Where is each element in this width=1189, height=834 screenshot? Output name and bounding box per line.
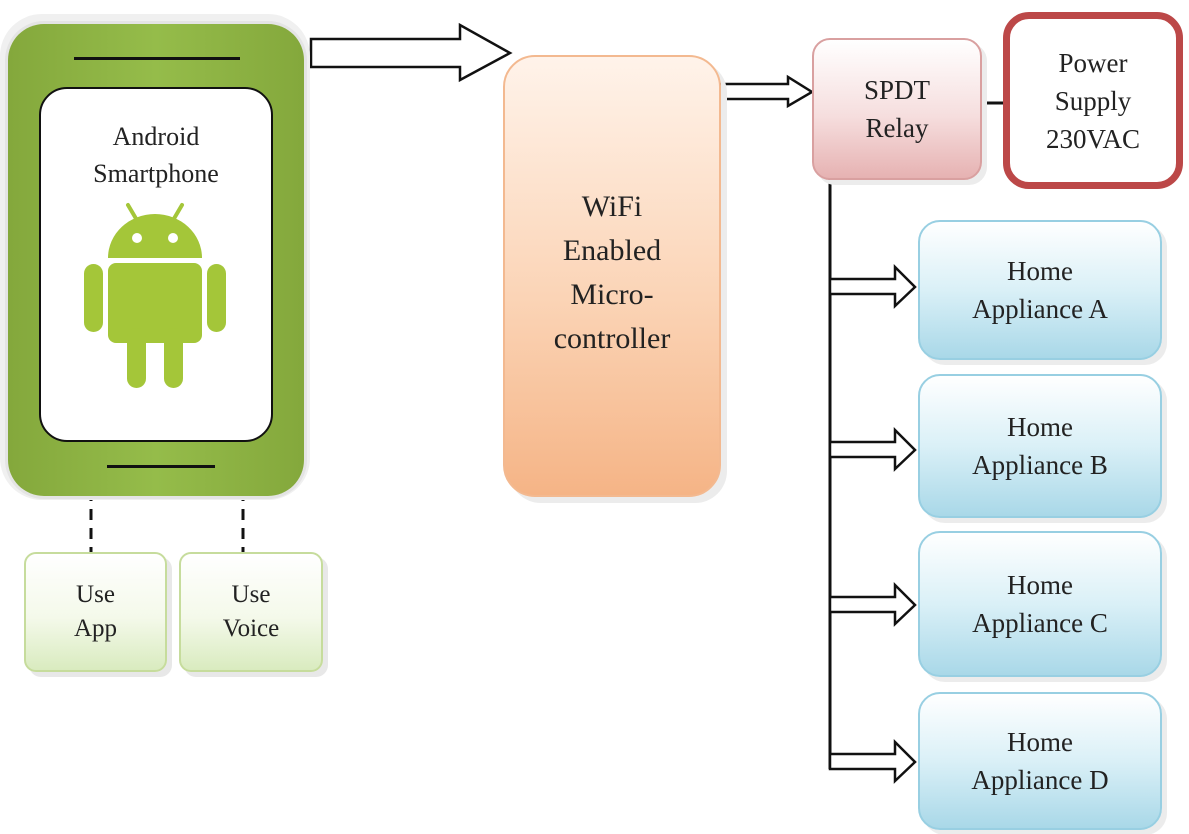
- relay-line2: Relay: [865, 113, 929, 143]
- microcontroller-line4: controller: [553, 322, 671, 355]
- spdt-relay-box: SPDT Relay: [812, 38, 982, 180]
- use-app-line2: App: [73, 615, 118, 642]
- use-voice-box: Use Voice: [179, 552, 323, 672]
- appliance-a-line1: Home: [1007, 256, 1073, 286]
- phone-label-line1: Android: [112, 122, 200, 151]
- appliance-a-box: Home Appliance A: [918, 220, 1162, 360]
- appliance-d-line1: Home: [1007, 727, 1073, 757]
- appliance-c-line1: Home: [1007, 570, 1073, 600]
- power-line3: 230VAC: [1045, 123, 1141, 154]
- power-supply-box: Power Supply 230VAC: [1003, 12, 1183, 189]
- use-app-line1: Use: [76, 581, 115, 608]
- arrow-to-appliance-c: [828, 581, 917, 627]
- wifi-microcontroller-box: WiFi Enabled Micro- controller: [503, 55, 721, 497]
- appliance-b-line2: Appliance B: [972, 450, 1108, 480]
- arrow-to-appliance-b: [828, 426, 917, 472]
- microcontroller-line3: Micro-: [570, 278, 654, 311]
- use-voice-line1: Use: [231, 581, 271, 608]
- phone-home-bar: [107, 465, 215, 468]
- appliance-b-line1: Home: [1007, 412, 1073, 442]
- phone-label-line2: Smartphone: [93, 159, 219, 188]
- appliance-d-box: Home Appliance D: [918, 692, 1162, 830]
- power-line2: Supply: [1054, 85, 1132, 116]
- power-line1: Power: [1058, 47, 1128, 78]
- microcontroller-line2: Enabled: [562, 234, 662, 267]
- use-voice-line2: Voice: [222, 615, 280, 642]
- appliance-c-line2: Appliance C: [972, 608, 1108, 638]
- appliance-b-box: Home Appliance B: [918, 374, 1162, 518]
- appliance-d-line2: Appliance D: [971, 765, 1109, 795]
- use-app-box: Use App: [24, 552, 167, 672]
- android-robot-icon: [84, 203, 226, 388]
- microcontroller-line1: WiFi: [581, 190, 643, 223]
- relay-line1: SPDT: [863, 75, 931, 105]
- phone-speaker-bar: [74, 57, 240, 60]
- phone-label: Android Smartphone: [39, 118, 273, 192]
- appliance-a-line2: Appliance A: [972, 294, 1108, 324]
- arrow-to-appliance-d: [828, 738, 917, 784]
- arrow-microcontroller-to-relay: [717, 74, 815, 109]
- appliance-c-box: Home Appliance C: [918, 531, 1162, 677]
- arrow-to-appliance-a: [828, 263, 917, 309]
- arrow-phone-to-microcontroller: [309, 22, 513, 83]
